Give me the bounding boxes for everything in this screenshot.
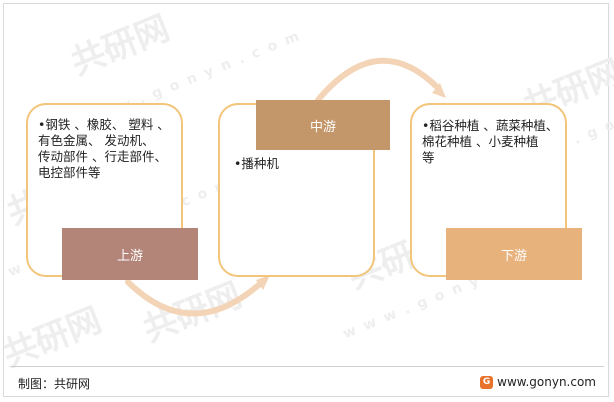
upstream-line: 电控部件等: [38, 165, 101, 180]
downstream-tag: 下游: [446, 228, 582, 280]
upstream-line: 有色金属、 发动机、: [38, 133, 155, 148]
arrow-head-midstream-to-downstream: [432, 83, 446, 98]
footer: 制图：共研网 G www.gonyn.com: [10, 366, 604, 391]
upstream-tag: 上游: [62, 228, 198, 280]
source-credit: 制图：共研网: [18, 377, 91, 391]
upstream-line: •钢铁 、橡胶、 塑料 、: [38, 117, 170, 132]
downstream-line: •稻谷种植 、蔬菜种植、: [422, 118, 559, 133]
site-url: www.gonyn.com: [497, 375, 596, 389]
site-logo: G www.gonyn.com: [480, 375, 596, 389]
downstream-line: 等: [422, 150, 435, 165]
midstream-items: •播种机: [234, 156, 279, 172]
arrow-head-upstream-to-midstream: [256, 275, 270, 290]
figure-frame: [3, 3, 609, 397]
arrow-upstream-to-midstream: [125, 279, 265, 317]
midstream-tag: 中游: [256, 100, 390, 150]
downstream-items: •稻谷种植 、蔬菜种植、 棉花种植 、小麦种植 等: [422, 118, 558, 166]
gonyn-logo-icon: G: [480, 375, 494, 389]
midstream-line: •播种机: [234, 156, 279, 171]
upstream-items: •钢铁 、橡胶、 塑料 、 有色金属、 发动机、 传动部件 、行走部件、 电控部…: [38, 117, 170, 181]
upstream-line: 传动部件 、行走部件、: [38, 149, 167, 164]
downstream-line: 棉花种植 、小麦种植: [422, 134, 539, 149]
arrow-midstream-to-downstream: [315, 57, 441, 103]
